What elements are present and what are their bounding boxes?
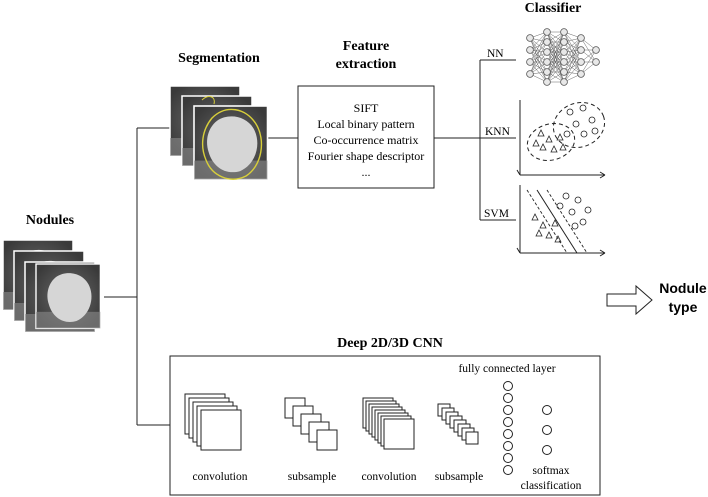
feature-title-line1: Feature (343, 39, 389, 54)
fully-connected-nodes (503, 381, 513, 475)
nn-node (526, 34, 534, 42)
nn-edge (529, 37, 548, 83)
nodule-image-stack (2, 239, 102, 333)
nn-edge (563, 49, 582, 83)
conv-stack-2 (362, 397, 415, 450)
nn-edge (529, 31, 548, 63)
nn-edge (546, 31, 565, 73)
nn-node (560, 58, 568, 66)
nn-edge (546, 51, 565, 83)
nn-node (577, 58, 585, 66)
softmax-label-line1: softmax (532, 465, 569, 477)
nn-node (577, 70, 585, 78)
nn-node (560, 68, 568, 76)
feature-item: SIFT (354, 101, 379, 115)
svm-circle-markers (556, 192, 592, 230)
nn-edge (529, 51, 548, 75)
neural-network-icon (526, 28, 600, 86)
nn-edge (563, 49, 582, 73)
classifier-title: Classifier (525, 1, 582, 16)
nn-node (526, 46, 534, 54)
subsample-stack-2 (437, 403, 479, 445)
nn-edge (529, 61, 548, 83)
nn-node (543, 48, 551, 56)
branch-label-nn: NN (487, 48, 504, 60)
feature-item: Co-occurrence matrix (314, 133, 419, 147)
feature-item: Fourier shape descriptor (308, 149, 425, 163)
pipeline-connectors (104, 59, 516, 426)
nn-node (526, 58, 534, 66)
nn-edge (563, 37, 582, 63)
nn-edge (529, 41, 548, 75)
nn-node (543, 38, 551, 46)
nn-node (577, 46, 585, 54)
nn-edge (529, 31, 548, 75)
nn-node (543, 58, 551, 66)
output-arrow-icon (606, 284, 653, 316)
feature-box (297, 85, 435, 189)
nn-edge (580, 49, 597, 75)
stage-label: subsample (288, 471, 337, 483)
cnn-title: Deep 2D/3D CNN (337, 336, 443, 351)
nn-node (560, 78, 568, 86)
nn-edge (529, 31, 548, 51)
segmentation-image-stack (169, 85, 269, 181)
svm-triangle-markers (531, 213, 562, 243)
stage-label: convolution (362, 471, 417, 483)
nn-edge (529, 49, 548, 83)
nn-edge (546, 31, 565, 63)
nn-edge (563, 31, 582, 63)
nn-edge (563, 31, 582, 75)
softmax-nodes (542, 405, 552, 455)
feature-item: Local binary pattern (317, 117, 414, 131)
nn-edge (529, 37, 548, 63)
nn-node (560, 48, 568, 56)
branch-label-knn: KNN (485, 126, 511, 138)
segmentation-contour (201, 108, 263, 180)
nn-edge (563, 51, 582, 75)
knn-triangle-markers (532, 129, 567, 153)
nn-edge (563, 37, 582, 83)
nn-node (592, 58, 600, 66)
nn-edge (546, 41, 565, 83)
nn-node (577, 34, 585, 42)
nn-node (560, 28, 568, 36)
feature-list: SIFT Local binary pattern Co-occurrence … (308, 101, 425, 179)
segmentation-title: Segmentation (178, 51, 260, 66)
nn-edge (546, 31, 565, 53)
stage-label: subsample (435, 471, 484, 483)
softmax-label-line2: classification (521, 480, 582, 492)
nn-edge (563, 41, 582, 75)
nn-node (543, 78, 551, 86)
nn-edge (563, 61, 582, 83)
output-label-line2: type (669, 299, 698, 315)
nn-edge (529, 41, 548, 63)
nn-edge (563, 41, 582, 63)
nn-edge (563, 31, 582, 51)
fc-layer-label: fully connected layer (458, 363, 555, 375)
feature-item: ... (362, 165, 371, 179)
stage-label: convolution (193, 471, 248, 483)
branch-label-svm: SVM (484, 208, 509, 220)
nn-edge (563, 37, 582, 73)
svm-plot (516, 185, 606, 257)
subsample-stack-1 (284, 397, 338, 451)
nn-node (592, 46, 600, 54)
knn-circle-markers (563, 104, 599, 138)
output-label-line1: Nodule (659, 280, 707, 296)
nn-node (543, 28, 551, 36)
nn-edge (546, 61, 565, 83)
nn-edge (529, 49, 548, 73)
nn-node (526, 70, 534, 78)
knn-plot (516, 100, 606, 179)
nodules-title: Nodules (26, 213, 75, 228)
nn-node (543, 68, 551, 76)
nn-edge (529, 37, 548, 73)
conv-stack-1 (184, 393, 242, 451)
feature-title-line2: extraction (336, 57, 397, 72)
nn-node (560, 38, 568, 46)
